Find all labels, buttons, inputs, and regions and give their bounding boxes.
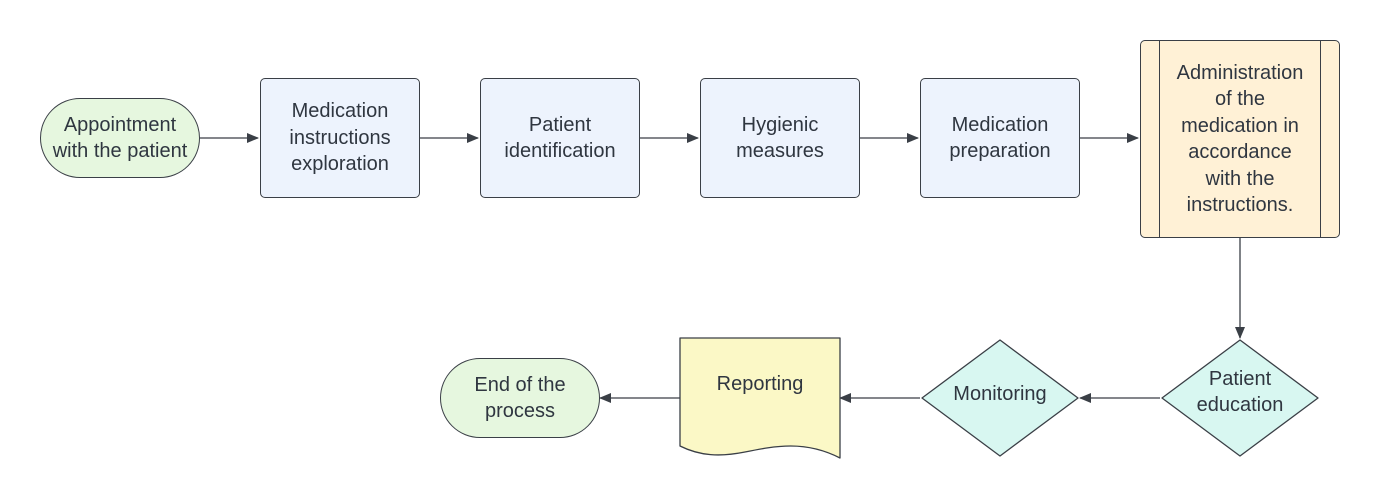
subprocess-administration[interactable]: Administration of the medication in acco…: [1140, 40, 1340, 238]
identification-label: Patient identification: [504, 113, 616, 163]
process-hygiene[interactable]: Hygienic measures: [700, 78, 860, 198]
start-label: Appointment with the patient: [52, 113, 188, 163]
end-terminal[interactable]: End of the process: [440, 358, 600, 438]
hygiene-label: Hygienic measures: [736, 113, 824, 163]
reporting-label: Reporting: [716, 372, 804, 395]
administration-label: Administration of the medication in acco…: [1176, 61, 1304, 217]
process-exploration[interactable]: Medication instructions exploration: [260, 78, 420, 198]
exploration-label: Medication instructions exploration: [289, 100, 391, 176]
preparation-label: Medication preparation: [949, 113, 1051, 163]
process-preparation[interactable]: Medication preparation: [920, 78, 1080, 198]
start-terminal[interactable]: Appointment with the patient: [40, 98, 200, 178]
process-identification[interactable]: Patient identification: [480, 78, 640, 198]
education-label: Patient education: [1196, 367, 1284, 417]
end-label: End of the process: [474, 373, 566, 423]
monitoring-label: Monitoring: [953, 382, 1047, 405]
